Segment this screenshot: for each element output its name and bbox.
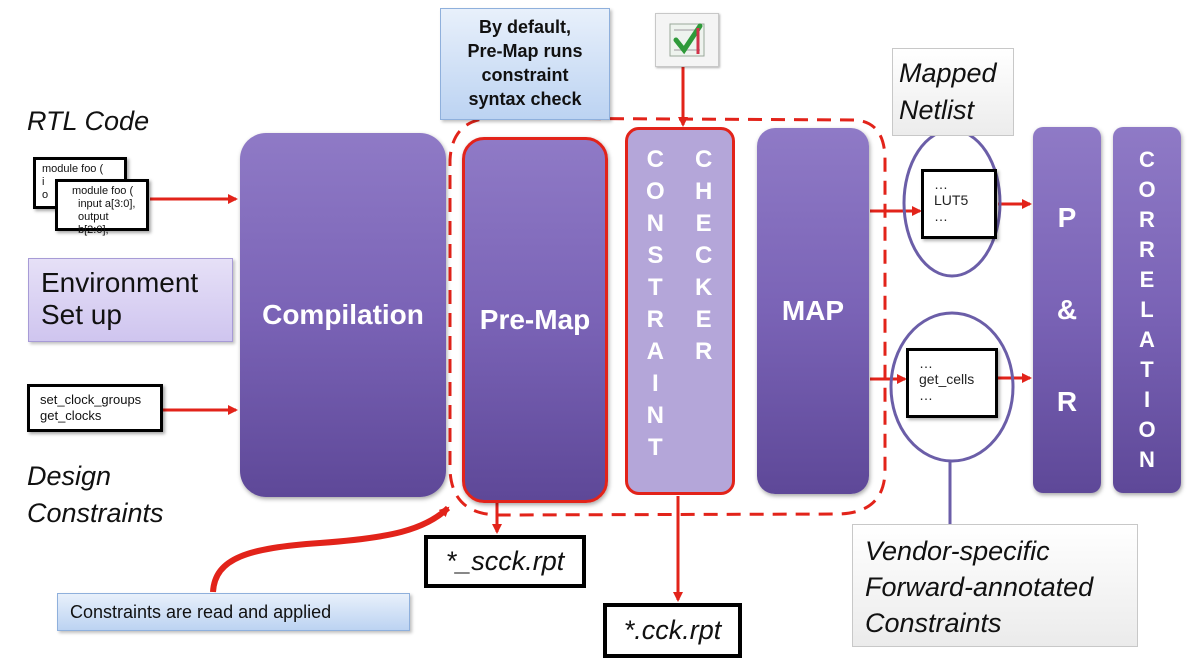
constraints-ellipse [889,311,1015,463]
environment-line: Environment [41,267,199,298]
letter: T [648,434,663,461]
default-syntax-check-callout: By default, Pre-Map runs constraint synt… [440,8,610,120]
netlist-line: LUT5 [934,192,969,208]
letter: R [646,306,664,333]
map-block: MAP [757,128,869,494]
letter: T [1140,357,1154,382]
rtl-code-label: RTL Code [27,106,150,136]
letter: N [646,210,664,237]
compilation-block: Compilation [240,133,446,497]
letter: C [695,146,713,173]
letter: E [695,210,712,237]
callout-line: Pre-Map runs [467,41,583,61]
letter: S [647,242,664,269]
vendor-line: Vendor-specific [865,536,1050,566]
netlist-line: … [934,208,948,224]
callout-line: syntax check [468,89,582,109]
cck-report-label: *.cck.rpt [623,615,722,645]
code-snippet-front: module foo ( input a[3:0], output b[2:0]… [55,179,149,236]
letter: O [646,178,665,205]
mapped-netlist-label: Mapped Netlist [892,48,1014,136]
netlist-line: … [934,176,948,192]
letter: O [1138,417,1156,442]
code-line: o [42,189,49,201]
letter: N [1139,447,1155,472]
checkmark-icon-graphic [669,23,705,57]
mapped-netlist-line: Netlist [899,95,975,125]
letter: L [1140,297,1154,322]
constraint-line: set_clock_groups [40,392,142,407]
constraint-file-box: … get_cells … [906,348,998,418]
checker-col-constraint: C O N S T R A I N T [646,144,665,464]
constraint-file-line: get_cells [919,371,975,387]
letter: O [1138,177,1156,202]
letter: C [1139,147,1155,172]
premap-block: Pre-Map [462,137,608,503]
letter: E [1139,267,1155,292]
place-and-route-block: P & R [1033,127,1101,493]
constraint-file-line: … [919,387,933,403]
constraint-file-line: … [919,355,933,371]
vendor-line: Forward-annotated [865,572,1094,602]
checker-col-checker: C H E C K E R [695,144,712,368]
callout-line: constraint [481,65,569,85]
letter: C [695,242,713,269]
design-constraints-label-2: Constraints [27,498,164,528]
mapped-netlist-line: Mapped [899,58,997,88]
letter: T [648,274,663,301]
letter: H [695,178,713,205]
correlation-letters: C O R R E L A T I O N [1138,145,1155,475]
letter: R [1139,207,1155,232]
constraints-applied-callout: Constraints are read and applied [57,593,410,631]
letter: A [646,338,664,365]
letter: C [646,146,664,173]
pr-letters: P & R [1057,172,1077,448]
constraint-line: get_clocks [40,408,102,423]
letter: R [1056,386,1078,417]
constraints-applied-text: Constraints are read and applied [70,602,332,622]
vendor-constraints-label: Vendor-specific Forward-annotated Constr… [852,524,1138,647]
letter: A [1139,327,1155,352]
cck-report: *.cck.rpt [603,603,742,658]
scck-report-label: *_scck.rpt [445,546,565,576]
letter: E [695,306,712,333]
constraints-snippet: set_clock_groups get_clocks [27,384,163,432]
premap-label: Pre-Map [479,304,591,335]
letter: & [1056,294,1078,325]
letter: R [1139,237,1155,262]
letter: P [1057,202,1077,233]
environment-setup-box: Environment Set up [28,258,233,342]
letter: N [646,402,664,429]
code-line: i [42,176,45,188]
callout-line: By default, [478,17,571,37]
letter: I [1143,387,1151,412]
scck-report: *_scck.rpt [424,535,586,588]
code-line: output b[2:0], [78,211,109,236]
curved-arrow [210,505,451,593]
premap-map-dashed-outline [448,116,887,517]
netlist-box: … LUT5 … [921,169,997,239]
code-line: module foo ( [72,185,134,197]
environment-line: Set up [41,299,122,330]
letter: R [695,338,713,365]
map-label: MAP [781,295,845,326]
letter: I [652,370,659,397]
correlation-block: C O R R E L A T I O N [1113,127,1181,493]
constraint-checker-block: C O N S T R A I N T C H E C K E R [625,127,735,495]
code-line: module foo ( [42,163,104,175]
compilation-label: Compilation [262,299,424,330]
letter: K [695,274,713,301]
design-constraints-label-1: Design [27,461,112,491]
checkmark-icon [655,13,719,67]
code-line: input a[3:0], [78,198,136,210]
vendor-line: Constraints [865,608,1002,638]
